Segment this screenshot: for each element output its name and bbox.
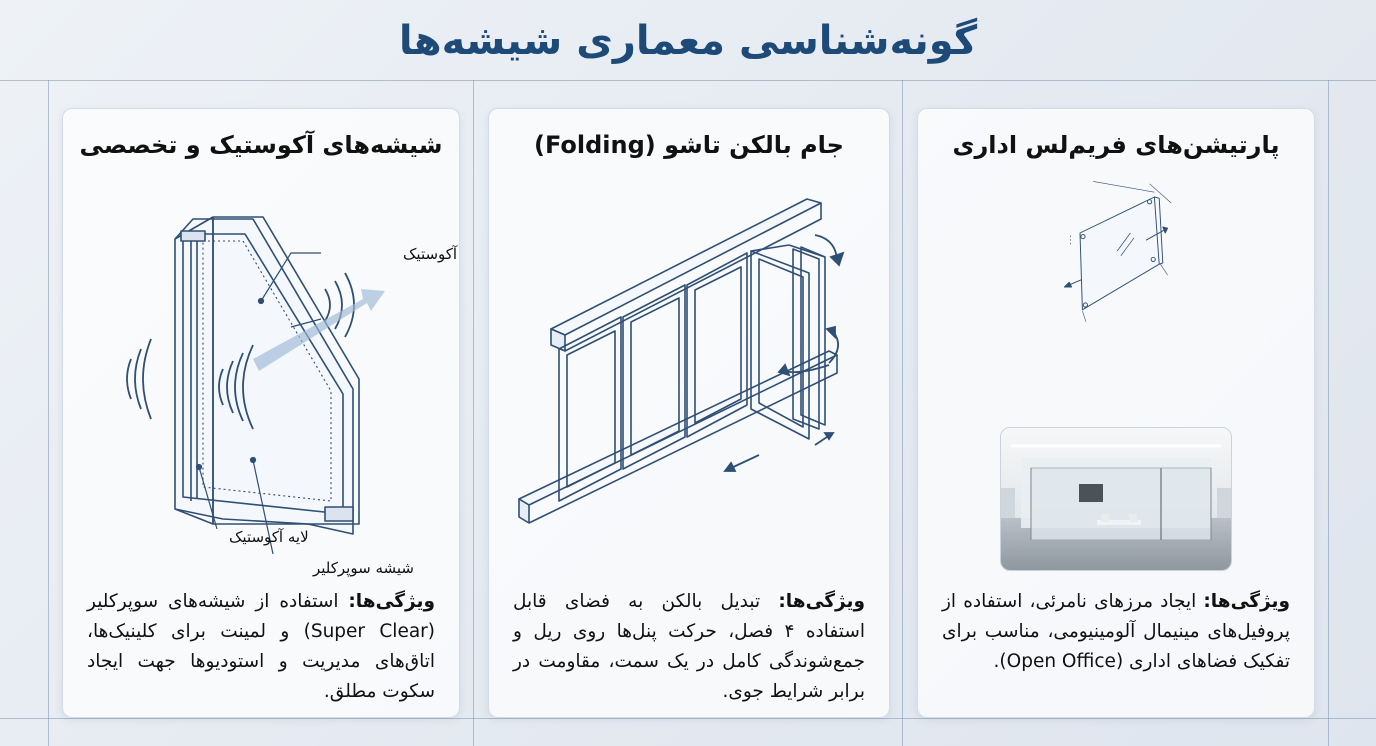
panel-heading-acoustic: شیشه‌های آکوستیک و تخصصی — [79, 131, 443, 159]
panel-heading-folding: جام بالکن تاشو (Folding) — [534, 131, 844, 159]
features-label: ویژگی‌ها: — [778, 591, 865, 612]
features-text: تبدیل بالکن به فضای قابل استفاده ۴ فصل، … — [513, 591, 866, 702]
guide-line-bottom — [0, 718, 1376, 719]
frameless-partition-illustration — [1063, 181, 1172, 322]
guide-line-divider-2 — [902, 80, 903, 746]
guide-line-divider-1 — [473, 80, 474, 746]
panel-acoustic-glass: شیشه‌های آکوستیک و تخصصی — [62, 108, 460, 718]
guide-line-right — [1328, 80, 1329, 746]
guide-line-top — [0, 80, 1376, 81]
label-acoustic-layer-top: لایه آکوستیک — [403, 245, 459, 263]
panel-heading-frameless: پارتیشن‌های فریم‌لس اداری — [952, 131, 1280, 159]
acoustic-glass-illustration: لایه آکوستیک لایه آکوستیک شیشه سوپرکلیر — [126, 216, 459, 578]
features-text: ایجاد مرزهای نامرئی، استفاده از پروفیل‌ه… — [942, 591, 1290, 672]
panel-frameless-partition: پارتیشن‌های فریم‌لس اداری — [917, 108, 1315, 718]
features-folding: ویژگی‌ها: تبدیل بالکن به فضای قابل استفا… — [513, 587, 865, 707]
office-partition-photo — [1000, 427, 1232, 571]
folding-balcony-illustration — [518, 198, 845, 524]
features-acoustic: ویژگی‌ها: استفاده از شیشه‌های سوپرکلیر (… — [87, 587, 435, 707]
features-label: ویژگی‌ها: — [348, 591, 435, 612]
panel-folding-balcony: جام بالکن تاشو (Folding) — [488, 108, 890, 718]
features-label: ویژگی‌ها: — [1203, 591, 1290, 612]
label-super-clear-glass: شیشه سوپرکلیر — [312, 559, 414, 578]
label-acoustic-layer-bottom: لایه آکوستیک — [229, 528, 309, 546]
guide-line-left — [48, 80, 49, 746]
features-frameless: ویژگی‌ها: ایجاد مرزهای نامرئی، استفاده ا… — [942, 587, 1290, 677]
features-text: استفاده از شیشه‌های سوپرکلیر (Super Clea… — [87, 591, 435, 702]
page-title: گونه‌شناسی معماری شیشه‌ها — [398, 18, 978, 64]
